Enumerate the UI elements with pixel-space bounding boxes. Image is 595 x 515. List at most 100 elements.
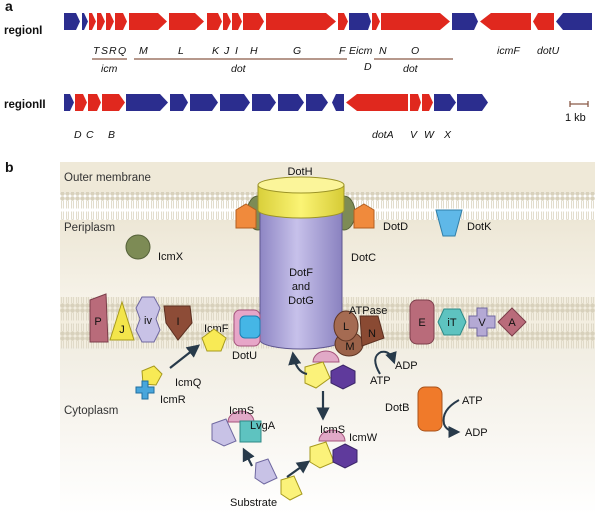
substrate-to-lvga-arrow	[242, 447, 255, 467]
dotg-label: DotG	[288, 295, 314, 307]
dotb-atp-hydrolysis-arrow	[442, 399, 461, 438]
region2-gene-arrow	[434, 94, 456, 111]
region2-gene-arrow	[220, 94, 250, 111]
region2-gene-arrow	[346, 94, 408, 111]
icms-left-label: IcmS	[229, 405, 254, 417]
iv-label: iv	[144, 315, 152, 327]
region2-gene-arrow	[252, 94, 276, 111]
region1-gene-labels: T S R Q M L K J I H G F E N O icmF dotU	[93, 45, 560, 57]
atpase-hydrolysis-arrow	[374, 350, 397, 375]
substrate-yellow-bottom	[280, 475, 303, 501]
a-label: A	[508, 317, 516, 329]
substrate-purple-left	[211, 418, 237, 447]
it-label: iT	[447, 317, 456, 329]
dotd-label: DotD	[383, 221, 408, 233]
dotu-protein	[239, 315, 261, 339]
iv-protein	[135, 296, 161, 343]
i-label: I	[176, 316, 179, 328]
region2-label: regionII	[4, 99, 46, 111]
a-protein	[497, 307, 527, 337]
region1-gene-arrow	[533, 13, 554, 30]
gene-label: H	[250, 45, 258, 57]
cytoplasmic-pentagon	[201, 328, 227, 352]
substrate-to-icmw-arrow	[286, 460, 311, 478]
lvga-protein	[239, 420, 262, 443]
region1-gene-arrow	[129, 13, 167, 30]
region2-gene-arrow	[422, 94, 433, 111]
gene-label: R	[109, 45, 117, 57]
lvga-label: LvgA	[250, 420, 276, 432]
outer-membrane-label: Outer membrane	[64, 172, 151, 184]
gene-label: O	[411, 45, 419, 57]
gene-label: M	[139, 45, 148, 57]
region1-gene-track	[64, 13, 592, 30]
icmr-protein	[135, 380, 155, 400]
gene-label: L	[178, 45, 184, 57]
region1-label: regionI	[4, 25, 42, 37]
scale-bar-label: 1 kb	[565, 112, 586, 124]
group-label: dot	[231, 63, 247, 75]
dotk-label: DotK	[467, 221, 492, 233]
dotu-label: DotU	[232, 350, 257, 362]
gene-label: X	[443, 129, 452, 141]
adp-1-label: ADP	[395, 360, 418, 372]
region1-gene-arrow	[106, 13, 114, 30]
region1-gene-arrow	[64, 13, 80, 30]
center-to-channel-arrow	[288, 351, 308, 376]
doth-cylinder-top	[257, 176, 345, 194]
substrate-yellow-right	[309, 441, 335, 469]
and-label: and	[292, 281, 310, 293]
e-protein	[409, 299, 435, 345]
l-label: L	[343, 321, 349, 333]
e-label: E	[418, 317, 425, 329]
region2-gene-arrow	[410, 94, 421, 111]
region2-gene-arrow	[88, 94, 101, 111]
j-protein	[109, 300, 135, 341]
icmw-label: IcmW	[349, 432, 378, 444]
region2-gene-arrow	[190, 94, 218, 111]
gene-label: dotA	[372, 129, 394, 141]
cytoplasm-label: Cytoplasm	[64, 405, 118, 417]
gene-label: J	[223, 45, 230, 57]
region1-gene-arrow	[82, 13, 88, 30]
region1-gene-arrow	[243, 13, 264, 30]
icmr-label: IcmR	[160, 394, 186, 406]
gene-label: T	[93, 45, 101, 57]
gene-label: G	[293, 45, 301, 57]
m-label: M	[345, 341, 354, 353]
region1-gene-arrow	[115, 13, 127, 30]
l-protein	[333, 310, 359, 342]
icms-semicircle-left	[227, 410, 255, 423]
j-label: J	[119, 324, 125, 336]
n-protein	[359, 315, 385, 347]
p-protein	[89, 293, 109, 343]
dotb-protein	[417, 386, 443, 432]
scale-bar: 1 kb	[565, 101, 589, 124]
region1-gene-arrow	[338, 13, 348, 30]
dotc-orange-pentagon	[235, 203, 257, 229]
doth-cylinder	[257, 184, 345, 219]
region1-group-brackets: icm dot icm D dot	[92, 45, 453, 75]
region2-gene-arrow	[457, 94, 488, 111]
gene-label: F	[339, 45, 346, 57]
region2-gene-arrow	[126, 94, 168, 111]
substrate-yellow-center	[304, 361, 331, 389]
gene-label: V	[410, 129, 418, 141]
region2-gene-arrow	[332, 94, 344, 111]
icms-right-label: IcmS	[320, 424, 345, 436]
region1-gene-arrow	[266, 13, 336, 30]
doth-label: DotH	[287, 166, 312, 178]
substrate-purple-bottom	[254, 458, 278, 485]
icmx-circle	[125, 234, 151, 260]
icmq-label: IcmQ	[175, 377, 202, 389]
region2-gene-arrow	[64, 94, 74, 111]
region1-gene-arrow	[223, 13, 231, 30]
n-label: N	[368, 328, 376, 340]
gene-label: K	[212, 45, 220, 57]
panel-a-label: a	[5, 0, 13, 14]
region1-gene-arrow	[480, 13, 531, 30]
region2-gene-arrow	[278, 94, 304, 111]
v-label: V	[478, 317, 486, 329]
dotb-label: DotB	[385, 402, 409, 414]
